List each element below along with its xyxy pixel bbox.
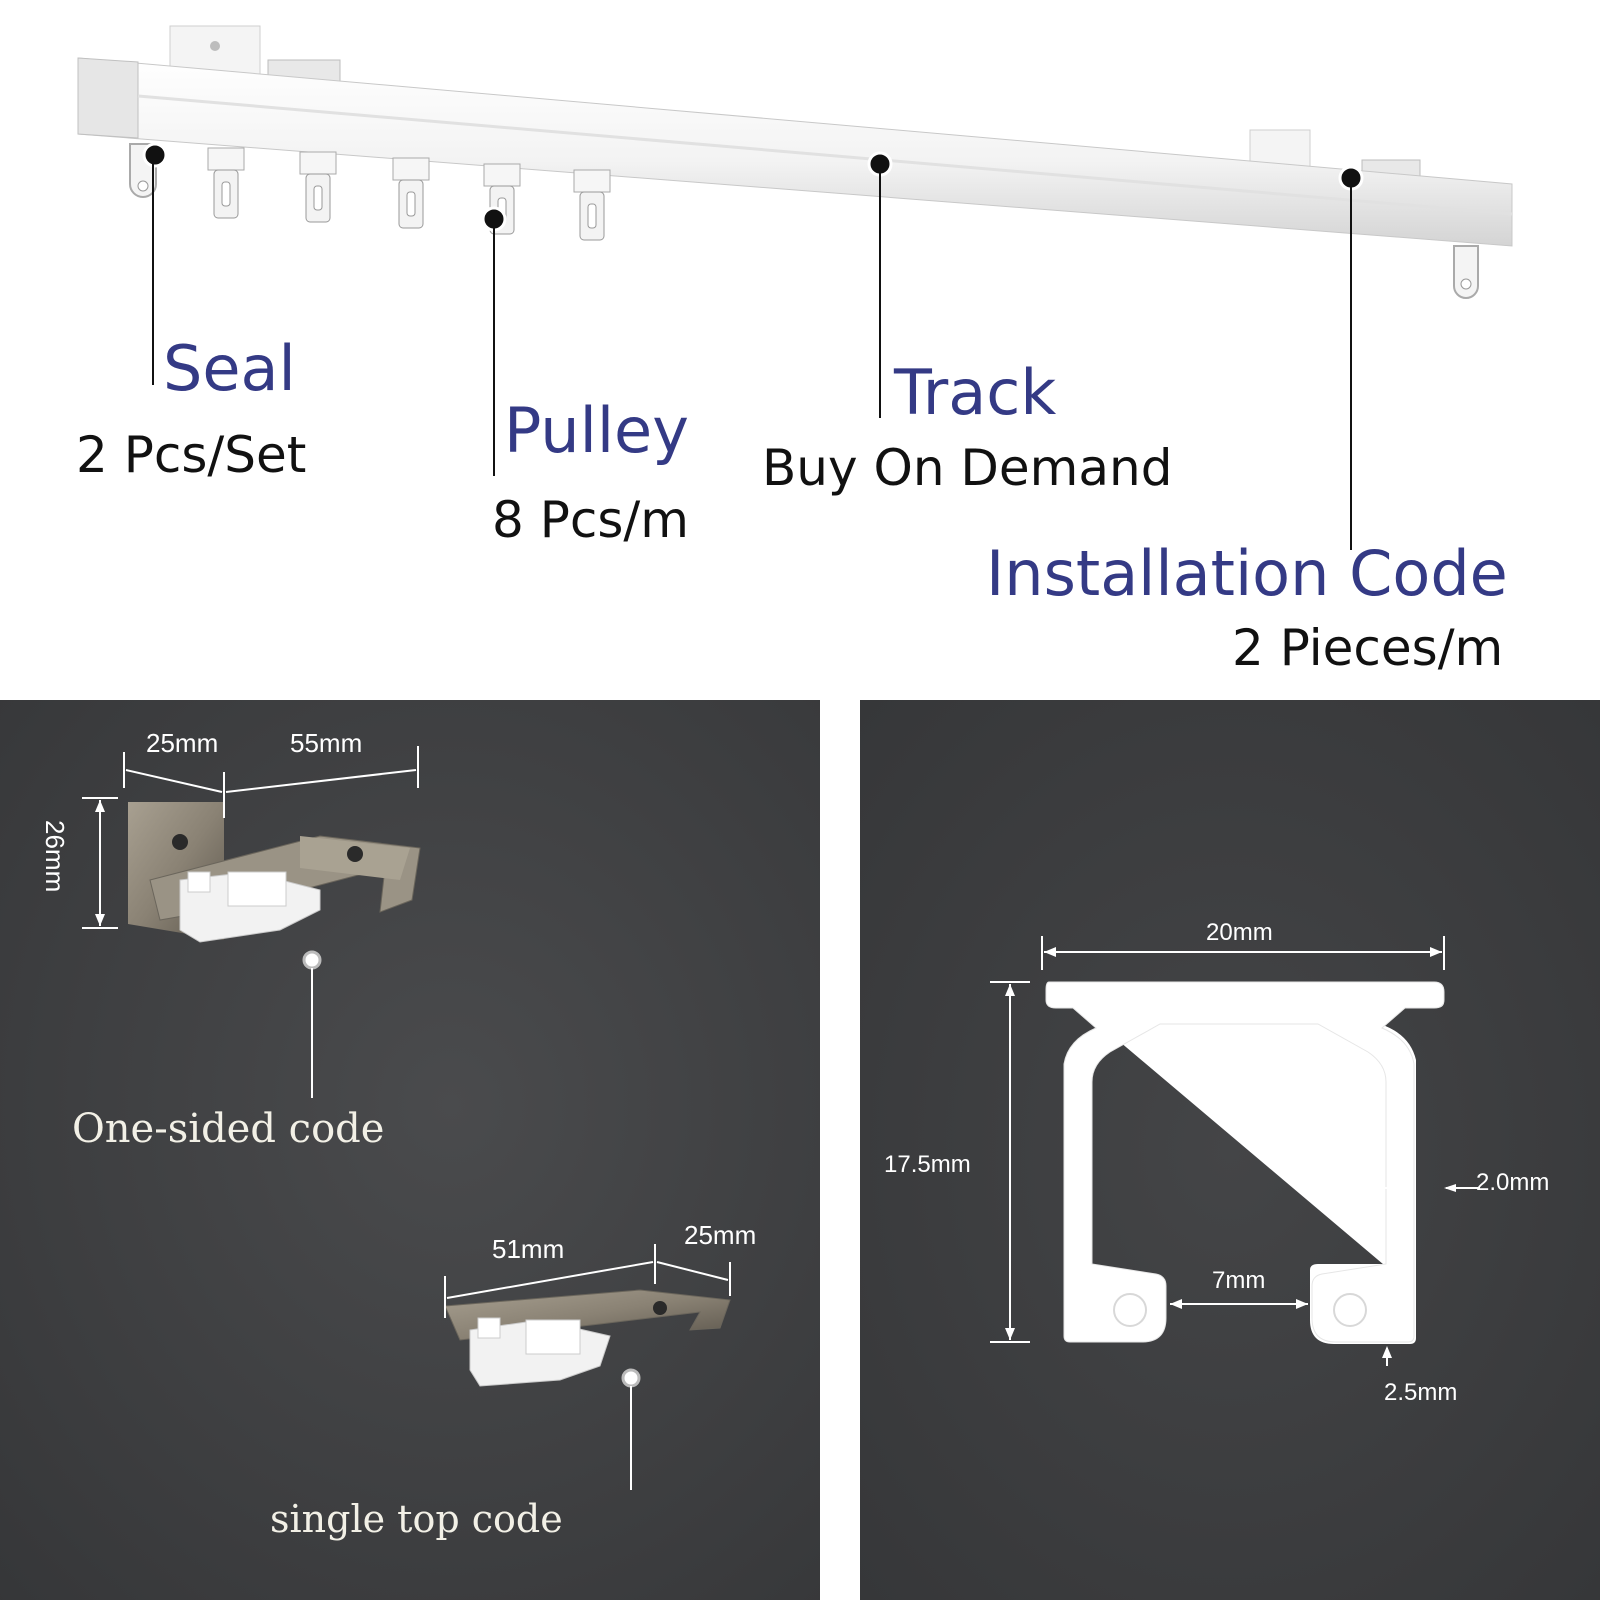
track-profile-panel: 20mm 17.5mm 2.0mm 7mm 2.5mm bbox=[860, 700, 1600, 1600]
profile-dim-bottom: 2.5mm bbox=[1384, 1379, 1457, 1406]
bracket-panel: 25mm 55mm 26mm One-sided code 51mm 25mm … bbox=[0, 700, 820, 1600]
single-top-code-label: single top code bbox=[270, 1497, 563, 1541]
single-top-dimensions bbox=[444, 1244, 731, 1318]
single-top-code-bracket bbox=[444, 1289, 731, 1387]
pulley-quantity: 8 Pcs/m bbox=[492, 491, 689, 549]
seal-part-right bbox=[1453, 245, 1479, 299]
seal-quantity: 2 Pcs/Set bbox=[76, 426, 306, 484]
profile-dim-wall: 2.0mm bbox=[1476, 1169, 1549, 1196]
track-quantity: Buy On Demand bbox=[762, 439, 1172, 497]
one-sided-dim-width-right: 55mm bbox=[290, 728, 362, 758]
installation-code-quantity: 2 Pieces/m bbox=[1232, 619, 1503, 677]
one-sided-dim-width-left: 25mm bbox=[146, 728, 218, 758]
seal-callout-dot bbox=[142, 142, 168, 168]
one-sided-code-bracket bbox=[128, 802, 421, 943]
track-profile-shape bbox=[1049, 982, 1444, 1344]
profile-dim-height: 17.5mm bbox=[884, 1151, 971, 1178]
seal-label: Seal bbox=[163, 332, 296, 405]
single-top-dim-length: 51mm bbox=[492, 1234, 564, 1264]
single-top-dim-width: 25mm bbox=[684, 1220, 756, 1250]
profile-dim-slot: 7mm bbox=[1212, 1267, 1265, 1294]
one-sided-code-label: One-sided code bbox=[72, 1106, 384, 1152]
track-profile-body bbox=[1045, 981, 1445, 1343]
installation-code-label: Installation Code bbox=[986, 537, 1508, 610]
one-sided-dimensions bbox=[82, 746, 419, 929]
track-label: Track bbox=[893, 356, 1056, 429]
profile-dimensions bbox=[990, 936, 1480, 1366]
one-sided-dim-height: 26mm bbox=[40, 820, 70, 892]
track-illustration: Seal 2 Pcs/Set Pulley 8 Pcs/m Track Buy … bbox=[76, 25, 1513, 677]
callout-leaders bbox=[142, 142, 1364, 550]
profile-dim-top-width: 20mm bbox=[1206, 919, 1273, 946]
pulley-label: Pulley bbox=[504, 394, 689, 467]
